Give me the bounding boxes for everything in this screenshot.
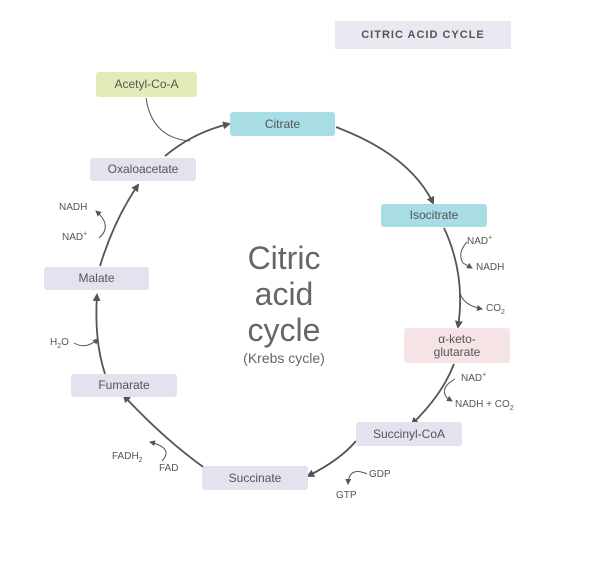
arrow-succinylcoa-succinate: [306, 440, 357, 477]
label-gtp: GTP: [336, 490, 357, 501]
node-succinate: Succinate: [202, 466, 308, 490]
label-fadh2: FADH2: [112, 451, 143, 464]
label-h2o: H2O: [50, 337, 69, 350]
node-succinyl-coa: Succinyl-CoA: [356, 422, 462, 446]
label-gdp: GDP: [369, 469, 391, 480]
node-citrate: Citrate: [230, 112, 335, 136]
label-fad: FAD: [159, 463, 179, 474]
title-badge: CITRIC ACID CYCLE: [335, 21, 511, 49]
center-line-1: Citric: [247, 240, 321, 276]
arrow-fumarate-malate: [92, 293, 106, 375]
label-nad-mal: NAD+: [62, 230, 88, 243]
arrow-malate-oxaloacetate: [99, 183, 140, 267]
node-isocitrate: Isocitrate: [381, 204, 487, 227]
arrow-citrate-isocitrate: [335, 126, 435, 205]
arrow-nad-nadh-mal: [95, 210, 106, 239]
label-nad-iso: NAD+: [467, 234, 493, 247]
label-nadh-mal: NADH: [59, 202, 88, 213]
center-title: Citric acid cycle: [216, 240, 352, 348]
arrow-nad-iso: [460, 241, 473, 269]
node-alpha-ketoglutarate: α-keto- glutarate: [404, 328, 510, 363]
center-subtitle: (Krebs cycle): [243, 350, 325, 366]
arrow-isocitrate-akg: [443, 227, 463, 329]
label-nad-akg: NAD+: [461, 371, 487, 384]
arrow-oxaloacetate-citrate: [164, 121, 231, 157]
node-oxaloacetate: Oxaloacetate: [90, 158, 196, 181]
node-acetyl-coa: Acetyl-Co-A: [96, 72, 197, 97]
akg-line-2: glutarate: [433, 344, 481, 359]
node-fumarate: Fumarate: [71, 374, 177, 397]
label-co2-iso: CO2: [486, 303, 505, 316]
arrow-acetyl-join: [145, 97, 191, 142]
arrow-co2-iso: [459, 292, 483, 311]
center-line-3: cycle: [247, 312, 321, 348]
label-nadh-iso: NADH: [476, 262, 505, 273]
arrow-h2o: [73, 338, 99, 347]
node-malate: Malate: [44, 267, 149, 290]
arrow-nad-akg: [443, 378, 456, 402]
label-nadh-co2-akg: NADH + CO2: [455, 399, 514, 412]
arrow-akg-succinylcoa: [410, 363, 455, 426]
arrow-gdp-gtp: [345, 471, 368, 485]
arrow-succinate-fumarate: [122, 394, 207, 470]
akg-line-1: α-keto-: [438, 331, 476, 346]
center-line-2: acid: [254, 276, 314, 312]
arrow-fad-fadh2: [149, 440, 167, 462]
